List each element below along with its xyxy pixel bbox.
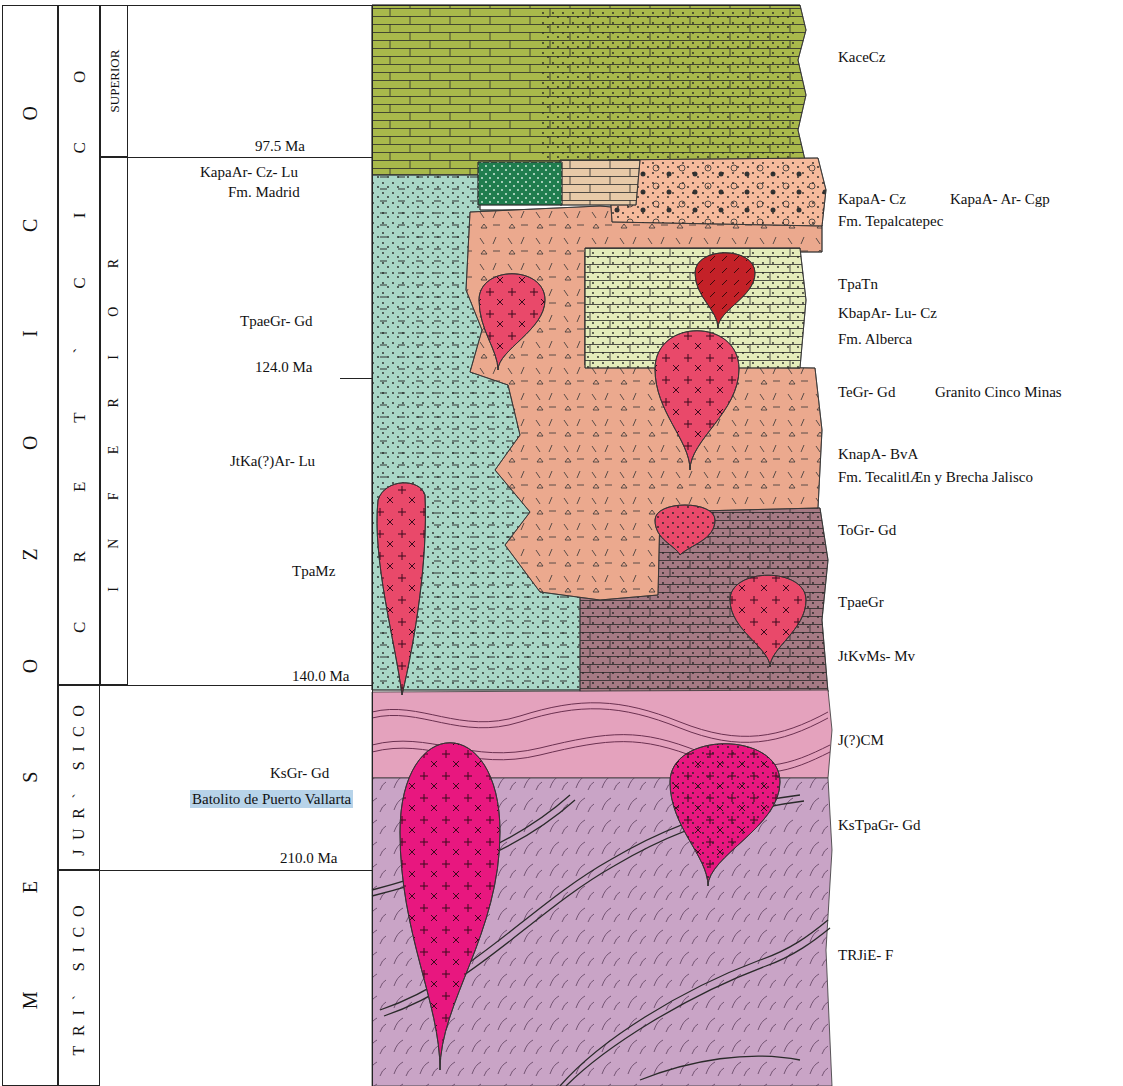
formation-name: Fm. Tepalcatepec (838, 212, 943, 230)
unit-code: TeGr- Gd (838, 383, 895, 401)
pluton (479, 274, 545, 370)
batholith (400, 743, 500, 1070)
shale-unit (478, 162, 562, 205)
unit-code: KapaA- Ar- Cgp (950, 190, 1050, 208)
unit-code: KaceCz (838, 48, 885, 66)
period-cell-text: JUR` SICO (71, 695, 87, 860)
formation-name: Fm. Madrid (228, 183, 300, 201)
time-scale-lines (2, 5, 800, 1086)
pluton (670, 744, 780, 886)
unit-code: KnapA- BvA (838, 445, 918, 463)
unit-name: Batolito de Puerto Vallarta (190, 790, 353, 808)
age-tick (340, 378, 372, 379)
unit-code: KsGr- Gd (270, 764, 329, 782)
age-label: 210.0 Ma (280, 849, 338, 867)
period-cell: TRI` SICO (58, 870, 100, 1086)
unit-code: TpaMz (292, 562, 335, 580)
period-cell-text: TRI` SICO (71, 896, 87, 1061)
unit-code: TRJiE- F (838, 946, 893, 964)
dike (377, 483, 425, 695)
limestone-pattern (560, 160, 640, 205)
era-cell-text: M E S O Z O I C O (20, 59, 40, 1032)
granite-pattern (655, 331, 739, 470)
period-cell: JUR` SICO (58, 685, 100, 870)
pluton (730, 575, 806, 667)
age-line (100, 870, 372, 871)
formation-name: Fm. Alberca (838, 330, 912, 348)
period-cell-text: C R E T ` C I C O (71, 43, 88, 647)
unit-code: KbapAr- Lu- Cz (838, 304, 937, 322)
pluton (655, 331, 739, 470)
epoch-cell-text: I N F E R I O R (107, 242, 121, 601)
conglomerate-unit (608, 158, 826, 226)
unit-name: Granito Cinco Minas (935, 383, 1062, 401)
unit-code: JtKvMs- Mv (838, 647, 915, 665)
age-label: 124.0 Ma (255, 358, 313, 376)
intrusions (377, 253, 806, 1070)
era-cell: M E S O Z O I C O (2, 5, 58, 1086)
epoch-cell: I N F E R I O R (100, 157, 128, 685)
unit-code: TpaeGr- Gd (240, 312, 313, 330)
unit-code: KapaAr- Cz- Lu (200, 163, 298, 181)
granite-pattern (670, 744, 780, 886)
unit-code: TpaeGr (838, 593, 884, 611)
fold-line (372, 709, 828, 743)
sand-pattern (540, 8, 795, 158)
granite-pattern (730, 575, 806, 667)
age-line (128, 157, 372, 158)
limestone-unit (560, 160, 640, 205)
unit-code: KsTpaGr- Gd (838, 816, 921, 834)
schist-band (560, 920, 828, 1086)
unit-code: KapaA- Cz (838, 190, 906, 208)
conglomerate-pattern (608, 158, 826, 226)
volcanic-unit (466, 206, 822, 600)
dot-pattern (670, 744, 780, 886)
fold-line (372, 703, 828, 737)
sand-pattern (478, 162, 562, 205)
granite-pattern (479, 274, 545, 370)
limestone-unit (372, 5, 806, 175)
unit-code: ToGr- Gd (838, 521, 896, 539)
epoch-cell: SUPERIOR (100, 5, 128, 157)
sand-pattern (608, 158, 826, 226)
age-label: 97.5 Ma (255, 137, 305, 155)
schist-band (640, 1056, 800, 1080)
column-edge (372, 5, 373, 1086)
age-label: 140.0 Ma (292, 667, 350, 685)
granite-pattern (377, 483, 425, 695)
volcanic-pattern (466, 206, 822, 600)
unit-code: J(?)CM (838, 731, 884, 749)
tonalite-pattern (695, 253, 755, 328)
schist-band (566, 928, 830, 1086)
rock-units (372, 5, 832, 1086)
age-line (100, 685, 372, 686)
pluton (655, 505, 715, 555)
unit-code: JtKa(?)Ar- Lu (230, 452, 315, 470)
granite-pattern (400, 743, 500, 1070)
tonalite-body (695, 253, 755, 328)
epoch-cell-text: SUPERIOR (108, 50, 121, 113)
formation-name: Fm. TecalitlÆn y Brecha Jalisco (838, 468, 1033, 486)
period-cell: C R E T ` C I C O (58, 5, 100, 685)
dot-pattern (655, 505, 715, 555)
unit-code: TpaTn (838, 275, 878, 293)
limestone-pattern (372, 5, 806, 175)
